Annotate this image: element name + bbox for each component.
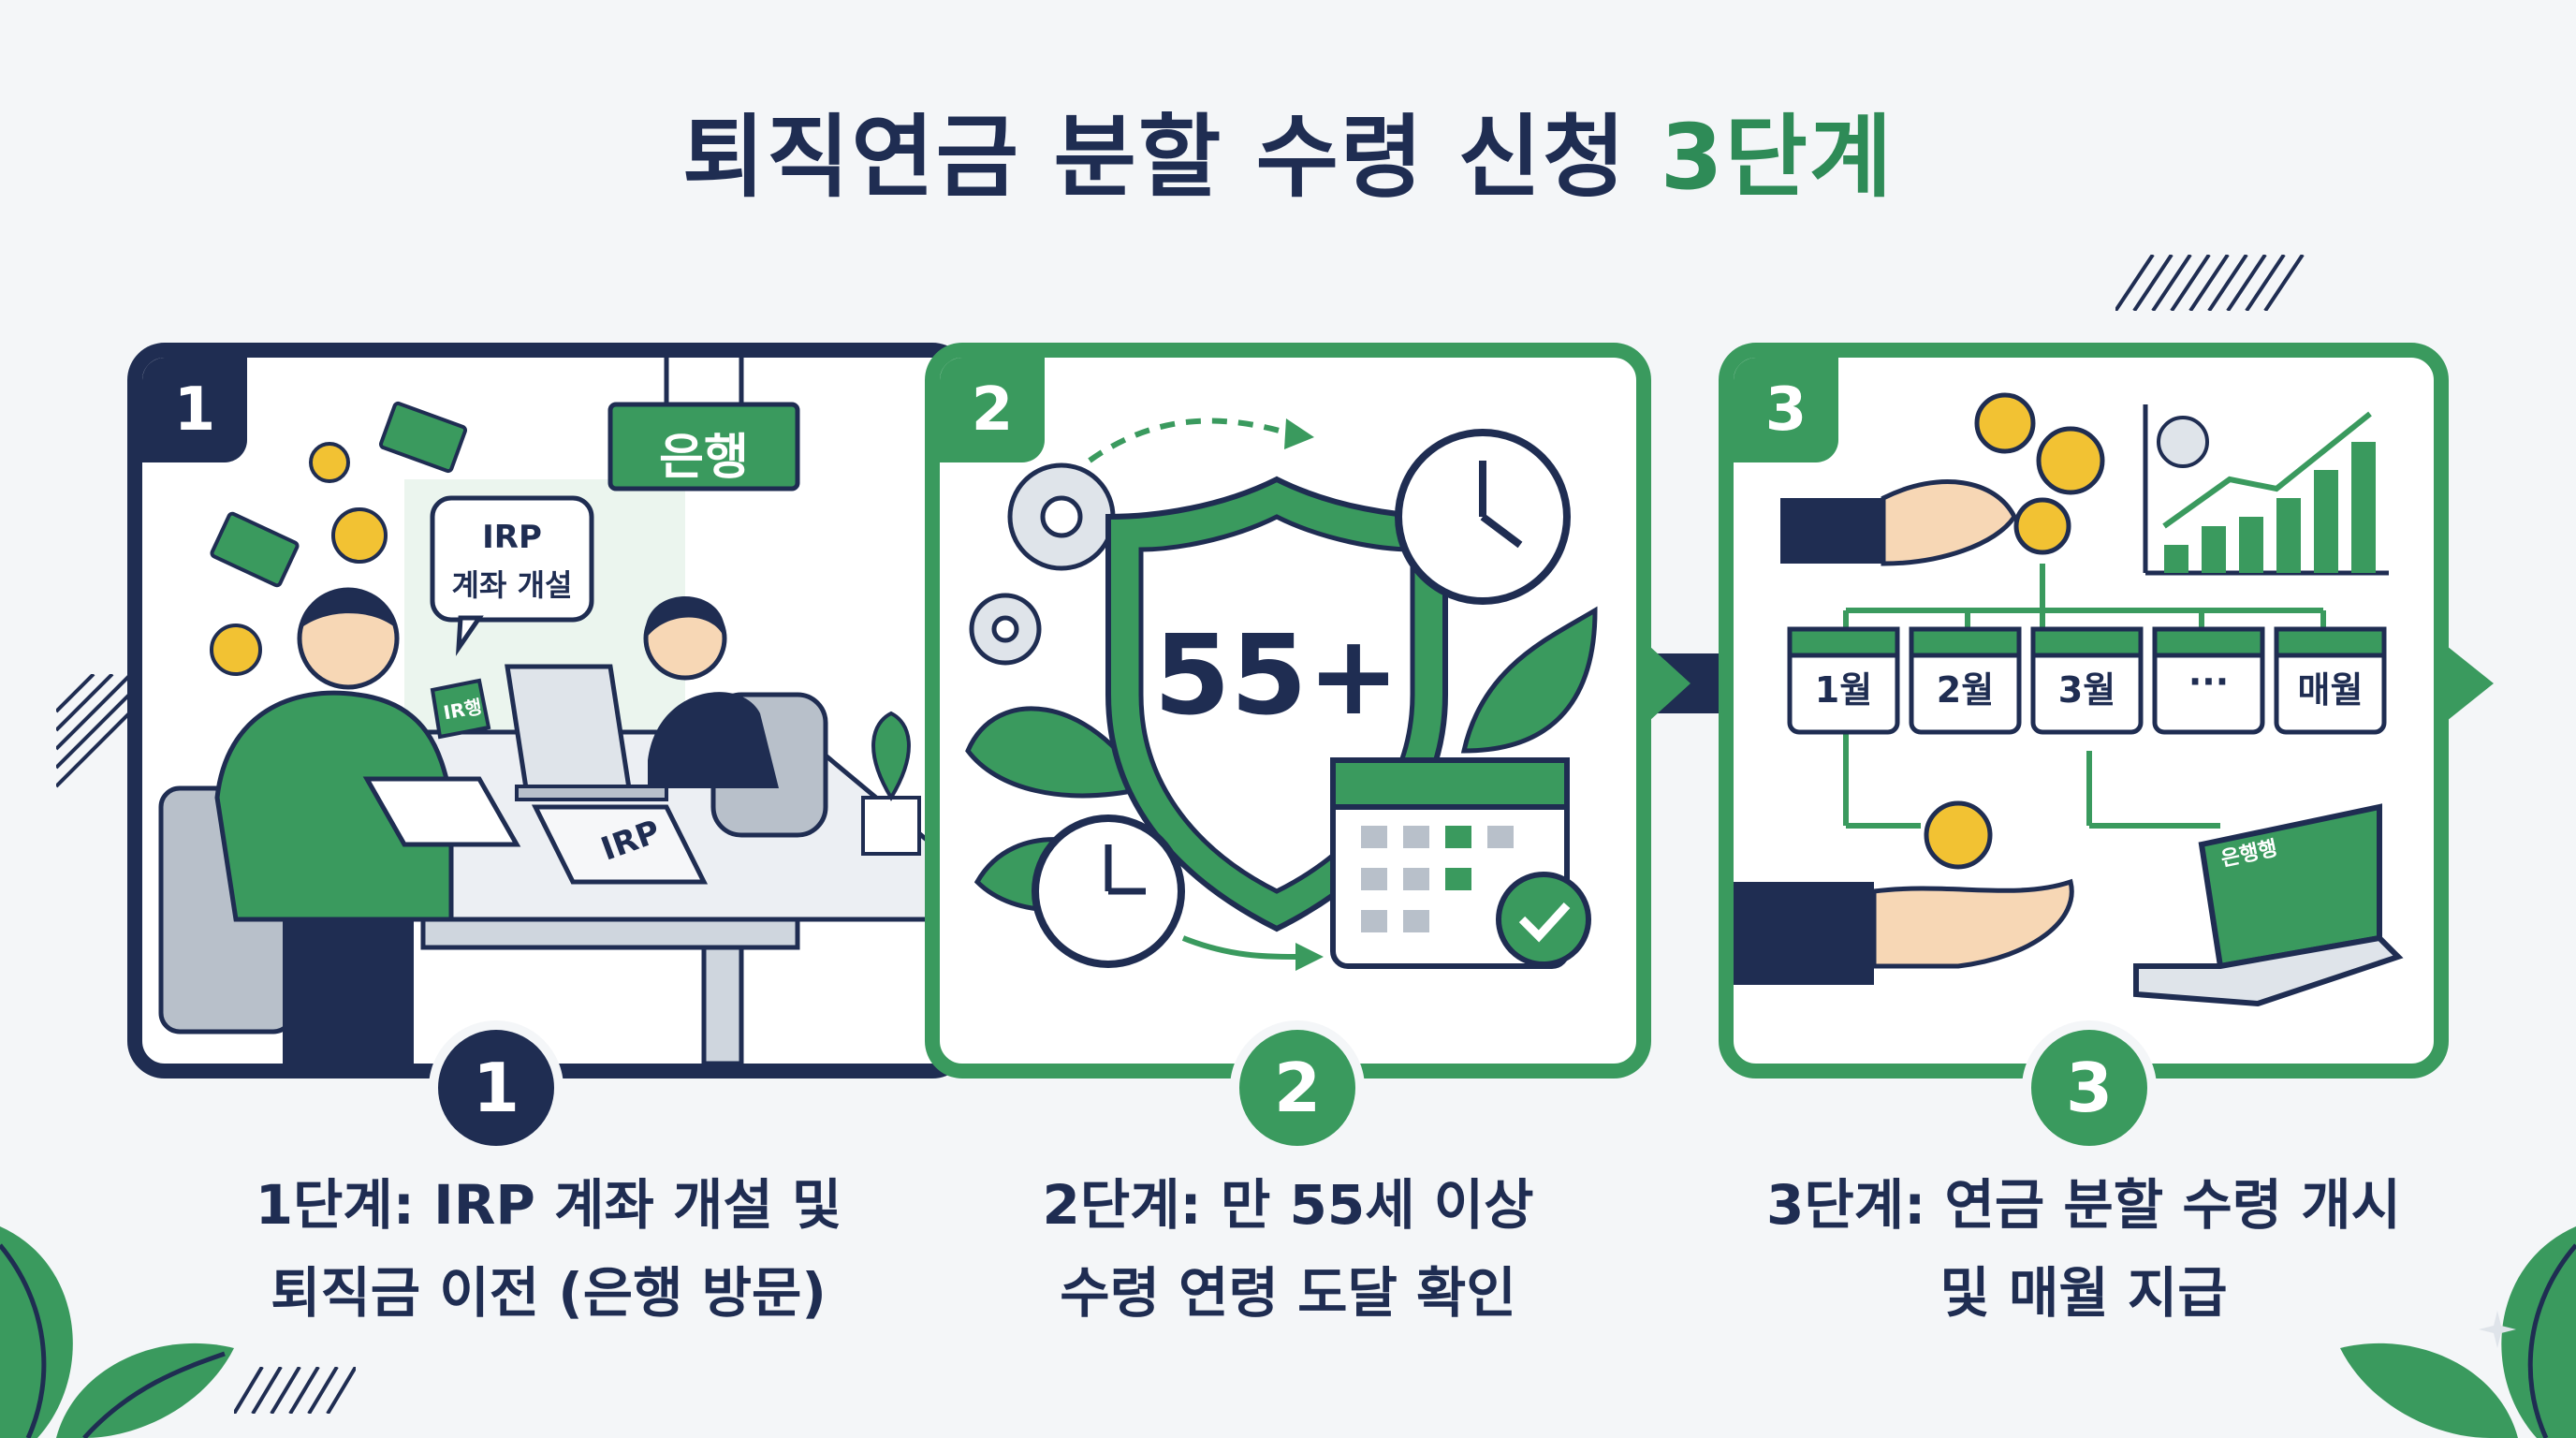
month-box-1: 1월	[1814, 669, 1873, 711]
clock-icon	[1032, 429, 1571, 968]
caption-line: 퇴직금 이전 (은행 방문)	[271, 1261, 827, 1325]
page-title: 퇴직연금 분할 수령 신청 3단계	[0, 84, 2576, 214]
step-number-corner: 2	[940, 358, 1045, 462]
step-caption-2: 2단계: 만 55세 이상 수령 연령 도달 확인	[925, 1161, 1651, 1337]
money-bill-icon	[210, 401, 468, 588]
bank-sign-label: 은행	[659, 430, 749, 486]
age-check-illustration	[965, 418, 1598, 971]
caption-line: 3단계: 연금 분할 수령 개시	[1766, 1173, 2401, 1237]
speech-bubble-line1: IRP	[482, 519, 542, 556]
hatch-decoration-top-right	[2115, 255, 2305, 311]
caption-line: 1단계: IRP 계좌 개설 및	[255, 1173, 842, 1237]
step-caption-1: 1단계: IRP 계좌 개설 및 퇴직금 이전 (은행 방문)	[127, 1161, 970, 1337]
growth-chart-icon	[2143, 404, 2389, 576]
sparkle-icon	[2479, 1311, 2516, 1348]
month-box-monthly: 매월	[2297, 669, 2364, 711]
arrow-tip-1	[1649, 646, 1690, 721]
hatch-decoration-left	[56, 674, 131, 788]
title-accent: 3단계	[1660, 105, 1895, 210]
step-card-3: 3 1월 2월 3월 ··· 매월 은행행	[1719, 343, 2449, 1078]
speech-bubble-line2: 계좌 개설	[451, 567, 573, 603]
hand-icon	[1780, 479, 2017, 566]
step-number-corner: 3	[1734, 358, 1838, 462]
step-number-corner: 1	[142, 358, 247, 462]
step-badge-1: 1	[429, 1020, 564, 1155]
leaf-icon	[2340, 1226, 2576, 1438]
bank-visit-illustration	[158, 358, 955, 1064]
step-card-2: 2 55+	[925, 343, 1651, 1078]
caption-line: 수령 연령 도달 확인	[1060, 1261, 1516, 1325]
month-box-2: 2월	[1936, 669, 1995, 711]
step-caption-3: 3단계: 연금 분할 수령 개시 및 매월 지급	[1719, 1161, 2449, 1337]
caption-line: 및 매월 지급	[1939, 1261, 2228, 1325]
step-badge-2: 2	[1230, 1020, 1365, 1155]
check-icon	[1496, 872, 1591, 967]
month-box-3: 3월	[2057, 669, 2116, 711]
caption-line: 2단계: 만 55세 이상	[1042, 1173, 1534, 1237]
laptop-icon	[2133, 803, 2404, 1007]
monthly-payment-illustration	[1734, 392, 2404, 1007]
arrow-tip-2	[2447, 646, 2494, 721]
step-badge-3: 3	[2022, 1020, 2157, 1155]
coin-icon	[1924, 392, 2105, 870]
coin-icon	[210, 442, 388, 676]
hatch-decoration-bottom-left	[234, 1367, 356, 1414]
leaf-icon	[0, 1226, 234, 1438]
hand-icon	[1734, 878, 2074, 985]
shield-age-text: 55+	[1153, 610, 1400, 740]
step-card-1: 1 은행 IRP 계좌 개설 IR행 IRP	[127, 343, 970, 1078]
gear-icon	[969, 462, 1116, 666]
title-main: 퇴직연금 분할 수령 신청	[681, 105, 1628, 210]
month-box-ellipsis: ···	[2188, 661, 2230, 702]
